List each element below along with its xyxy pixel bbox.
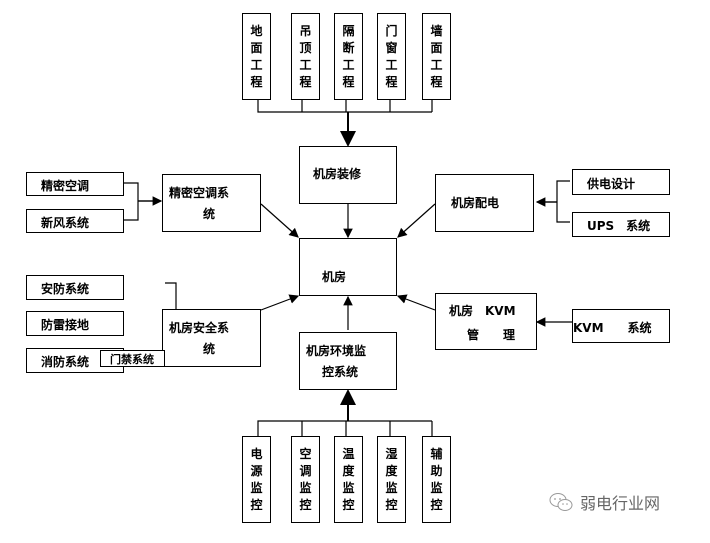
node-label-char: 吊 — [299, 23, 312, 38]
node-label-char: 控 — [342, 498, 355, 513]
node-access-control: 门禁系统 — [100, 350, 165, 367]
node-label-char: 监 — [299, 481, 312, 496]
node-label-char: 空 — [299, 446, 312, 461]
node-label-char: 断 — [342, 40, 355, 55]
node-label-char: 顶 — [299, 40, 312, 55]
node-label-char: 门 — [385, 23, 398, 38]
node-label-char: 监 — [385, 481, 398, 496]
node-label-char: 监 — [250, 481, 263, 496]
node-fresh-air: 新风系统 — [26, 209, 124, 233]
node-label-char: 辅 — [430, 446, 443, 461]
node-auxiliary-monitoring: 辅助监控 — [422, 436, 451, 523]
node-label-char: 助 — [430, 463, 443, 478]
node-label-char: 监 — [342, 481, 355, 496]
node-label-char: 程 — [342, 75, 355, 90]
node-label: 新风系统 — [41, 216, 90, 230]
node-label-line1: 精密空调系 — [169, 186, 230, 200]
node-label-char: 控 — [385, 498, 398, 513]
node-label-char: 程 — [385, 75, 398, 90]
node-label: 精密空调 — [41, 179, 90, 193]
node-label-char: 墙 — [430, 23, 443, 38]
node-label-line1: 机房环境监 — [306, 344, 367, 358]
node-label-line2: 统 — [203, 207, 216, 221]
node-label-char: 工 — [385, 58, 398, 73]
node-label-char: 工 — [299, 58, 312, 73]
node-ups-system: UPS 系统 — [572, 212, 670, 237]
node-ceiling-works: 吊顶工程 — [291, 13, 320, 100]
node-hvac-system: 精密空调系 统 — [162, 174, 261, 232]
node-power-monitoring: 电源监控 — [242, 436, 271, 523]
node-partition-works: 隔断工程 — [334, 13, 363, 100]
node-label-char: 程 — [299, 75, 312, 90]
node-power-design: 供电设计 — [572, 169, 670, 195]
node-label-char: 湿 — [385, 446, 398, 461]
node-lightning-grounding: 防雷接地 — [26, 311, 124, 336]
node-door-window-works: 门窗工程 — [377, 13, 406, 100]
node-precision-ac: 精密空调 — [26, 172, 124, 196]
node-center-machine-room: 机房 — [299, 238, 397, 296]
node-label: 供电设计 — [587, 177, 636, 191]
node-label: UPS 系统 — [587, 219, 651, 233]
node-label: 机房配电 — [451, 196, 500, 210]
node-ac-monitoring: 空调监控 — [291, 436, 320, 523]
node-label: 机房 — [322, 270, 347, 284]
node-label-char: 控 — [430, 498, 443, 513]
node-label: 消防系统 — [41, 355, 90, 369]
node-label-line2: 控系统 — [322, 365, 359, 379]
node-label-char: 源 — [250, 463, 263, 478]
node-label-char: 面 — [250, 40, 263, 55]
node-label-char: 度 — [385, 463, 398, 478]
node-label-line2: 管 理 — [467, 328, 516, 342]
node-label-char: 程 — [250, 75, 263, 90]
node-label-char: 度 — [342, 463, 355, 478]
node-floor-works: 地面工程 — [242, 13, 271, 100]
watermark-text: 弱电行业网 — [580, 494, 661, 513]
node-label-char: 工 — [342, 58, 355, 73]
node-label-line1: 机房安全系 — [169, 321, 230, 335]
node-temperature-monitoring: 温度监控 — [334, 436, 363, 523]
node-label-line1: 机房 KVM — [449, 304, 516, 318]
node-label: 机房装修 — [313, 167, 362, 181]
node-kvm-management: 机房 KVM 管 理 — [435, 293, 537, 350]
node-label-char: 程 — [430, 75, 443, 90]
node-security-system: 安防系统 — [26, 275, 124, 300]
node-renovation: 机房装修 — [299, 146, 397, 204]
node-label-char: 监 — [430, 481, 443, 496]
node-label-char: 地 — [250, 23, 263, 38]
watermark: 弱电行业网 — [548, 490, 660, 514]
node-label-char: 温 — [342, 446, 355, 461]
node-label: 防雷接地 — [41, 318, 90, 332]
node-wall-works: 墙面工程 — [422, 13, 451, 100]
node-label-char: 工 — [250, 58, 263, 73]
node-security-system-group: 机房安全系 统 — [162, 309, 261, 367]
node-label-char: 窗 — [385, 40, 398, 55]
node-label: 安防系统 — [41, 282, 90, 296]
node-label-char: 工 — [430, 58, 443, 73]
node-label: 门禁系统 — [110, 353, 154, 366]
node-label-char: 调 — [299, 463, 312, 478]
node-label-char: 电 — [250, 446, 263, 461]
node-environment-monitoring: 机房环境监 控系统 — [299, 332, 397, 390]
wechat-icon — [549, 493, 573, 511]
node-label-char: 面 — [430, 40, 443, 55]
node-label-char: 控 — [250, 498, 263, 513]
node-kvm-system: KVM 系统 — [572, 309, 670, 343]
node-power-distribution: 机房配电 — [435, 174, 534, 232]
node-label: KVM 系统 — [573, 321, 652, 335]
node-label-line2: 统 — [203, 342, 216, 356]
node-label-char: 控 — [299, 498, 312, 513]
node-humidity-monitoring: 湿度监控 — [377, 436, 406, 523]
node-label-char: 隔 — [342, 23, 355, 38]
